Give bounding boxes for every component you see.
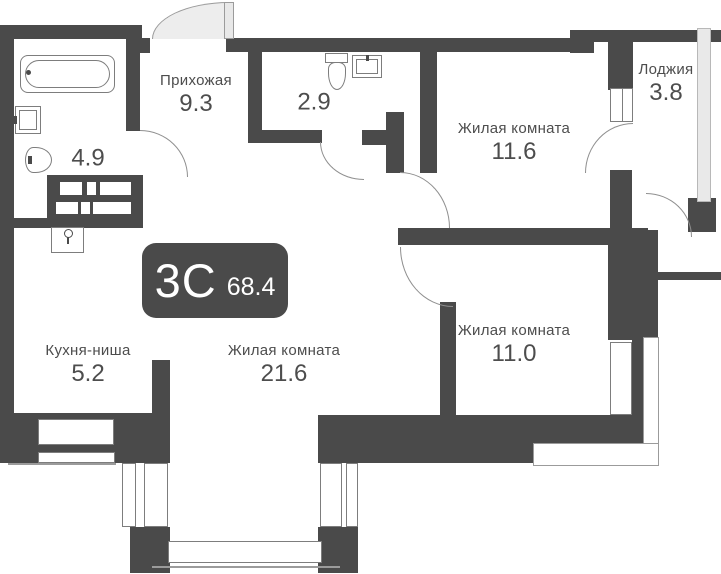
wall — [345, 415, 535, 463]
facade-line — [8, 463, 116, 465]
badge-type: 3С — [154, 254, 217, 307]
window-icon — [168, 541, 322, 563]
entrance-door-icon — [152, 2, 229, 39]
bathtub-icon — [20, 55, 115, 93]
room-area: 3.8 — [649, 79, 683, 106]
room-name: Жилая комната — [227, 342, 341, 359]
bath-sink-icon — [15, 106, 41, 134]
wall — [630, 228, 648, 244]
room-name: Прихожая — [160, 72, 232, 89]
plan-type-badge: 3С 68.4 — [142, 243, 288, 318]
wall — [608, 230, 658, 340]
wall — [152, 360, 170, 417]
badge-area: 68.4 — [226, 273, 276, 301]
room-label-kitchen: Кухня-ниша 5.2 — [45, 342, 130, 388]
wall — [610, 170, 632, 232]
tap-icon — [13, 116, 17, 124]
room-name: Лоджия — [638, 61, 694, 78]
vent-niche — [87, 182, 96, 195]
wall — [398, 228, 610, 245]
vent-niche — [100, 182, 131, 195]
wall — [570, 30, 594, 53]
room-area: 11.0 — [491, 340, 537, 367]
wall — [420, 38, 437, 173]
window-icon — [38, 419, 114, 445]
room-label-bathroom: 4.9 — [71, 144, 104, 173]
vent-niche — [56, 202, 78, 214]
vent-niche — [60, 182, 82, 195]
wc-sink-icon — [352, 55, 382, 78]
window-icon — [144, 463, 168, 527]
room-label-bedroom-right: Жилая комната 11.0 — [458, 322, 570, 368]
towel-rail-icon — [3, 110, 12, 127]
vent-niche — [81, 202, 90, 214]
washing-machine-icon — [51, 227, 84, 253]
wall — [657, 272, 721, 280]
wall — [688, 198, 716, 232]
room-label-living: Жилая комната 21.6 — [228, 342, 340, 388]
window-icon — [320, 463, 342, 527]
wall — [318, 415, 348, 463]
window-icon — [610, 342, 632, 415]
room-name: Жилая комната — [457, 120, 571, 137]
room-label-hallway: Прихожая 9.3 — [160, 72, 232, 118]
wall — [440, 302, 456, 416]
wall — [318, 527, 358, 573]
entrance-door-leaf — [224, 2, 234, 39]
window-icon — [122, 463, 136, 527]
vent-niche — [93, 202, 131, 214]
wall-duct — [386, 112, 404, 173]
ledge-outline — [643, 337, 659, 445]
room-name: Жилая комната — [457, 322, 571, 339]
room-area: 4.9 — [71, 144, 105, 172]
room-area: 9.3 — [179, 90, 213, 117]
wall — [248, 52, 262, 132]
window-icon — [610, 88, 633, 122]
window-icon — [38, 452, 115, 463]
wall — [248, 130, 322, 143]
room-name: Кухня-ниша — [45, 342, 131, 359]
facade-line — [152, 566, 340, 568]
room-area: 21.6 — [260, 360, 308, 387]
wall — [2, 25, 142, 39]
wall — [118, 415, 170, 463]
room-area: 11.6 — [491, 138, 537, 165]
room-label-wc: 2.9 — [297, 88, 330, 117]
ledge-outline — [533, 443, 659, 466]
room-area: 5.2 — [71, 360, 105, 387]
bath-toilet-icon — [25, 147, 52, 173]
room-kitchen — [14, 254, 152, 413]
wall — [226, 38, 592, 52]
wall — [130, 527, 170, 573]
wc-toilet-icon — [328, 62, 346, 90]
room-label-loggia: Лоджия 3.8 — [639, 61, 694, 107]
wall — [0, 25, 14, 445]
wall — [535, 415, 645, 443]
wall — [126, 39, 140, 131]
loggia-glazing-icon — [697, 28, 711, 202]
room-label-bedroom-top: Жилая комната 11.6 — [458, 120, 570, 166]
room-area: 2.9 — [297, 88, 331, 116]
wall — [608, 30, 633, 90]
window-icon — [346, 463, 358, 527]
